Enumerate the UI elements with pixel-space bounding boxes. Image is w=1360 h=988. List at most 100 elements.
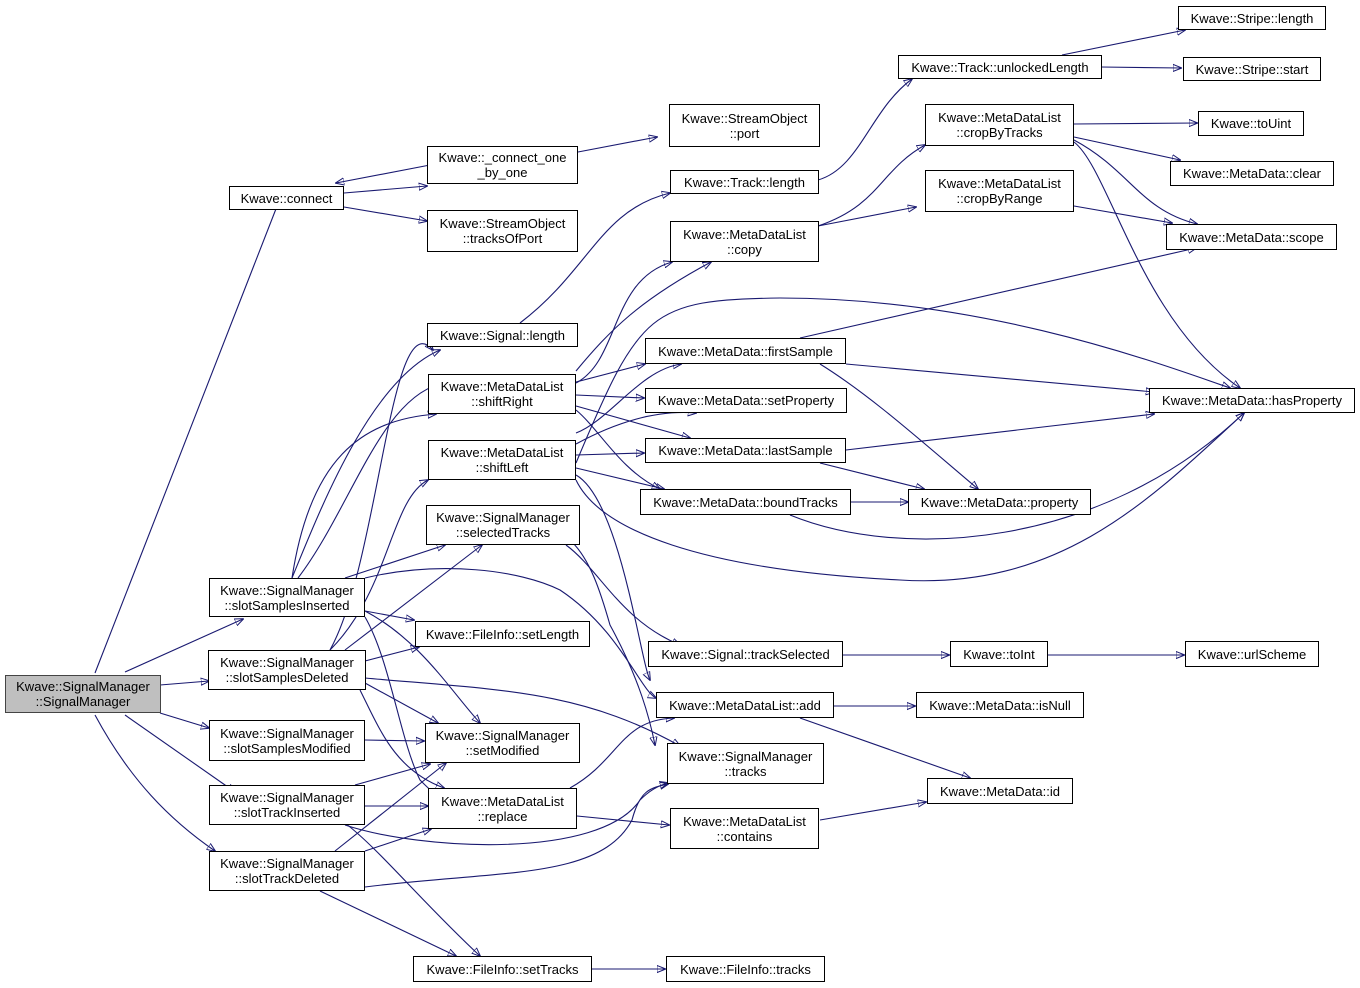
node-metadatalist-shiftleft[interactable]: Kwave::MetaDataList ::shiftLeft: [428, 440, 576, 480]
call-edge: [1073, 141, 1240, 388]
call-edge: [297, 384, 440, 579]
node-signalmanager-slotsamplesmodified[interactable]: Kwave::SignalManager ::slotSamplesModifi…: [209, 720, 365, 761]
node-metadata-setproperty[interactable]: Kwave::MetaData::setProperty: [645, 388, 847, 413]
call-edge: [575, 262, 711, 372]
node-signalmanager-slotsamplesinserted[interactable]: Kwave::SignalManager ::slotSamplesInsert…: [209, 578, 365, 617]
call-edge: [344, 822, 480, 956]
node-metadata-scope[interactable]: Kwave::MetaData::scope: [1166, 224, 1337, 250]
node-signalmanager-ctor[interactable]: Kwave::SignalManager ::SignalManager: [5, 675, 161, 713]
node-label-line: Kwave::FileInfo::setLength: [425, 626, 580, 642]
call-edge: [291, 350, 440, 579]
node-urlscheme[interactable]: Kwave::urlScheme: [1185, 641, 1319, 667]
node-metadata-boundtracks[interactable]: Kwave::MetaData::boundTracks: [640, 489, 851, 515]
node-metadata-isnull[interactable]: Kwave::MetaData::isNull: [916, 692, 1084, 718]
call-edge: [817, 79, 912, 181]
node-label-line: ::replace: [477, 808, 528, 824]
node-signalmanager-slottrackinserted[interactable]: Kwave::SignalManager ::slotTrackInserted: [209, 785, 365, 825]
node-label-line: Kwave::MetaDataList: [683, 813, 806, 829]
node-label-line: Kwave::MetaDataList: [441, 793, 564, 809]
node-label-line: _by_one: [477, 165, 528, 180]
node-label-line: Kwave::SignalManager: [220, 655, 354, 670]
call-edge: [817, 145, 925, 227]
node-metadatalist-add[interactable]: Kwave::MetaDataList::add: [656, 692, 834, 718]
call-edge: [576, 815, 669, 825]
call-edge: [329, 480, 428, 651]
node-metadata-lastsample[interactable]: Kwave::MetaData::lastSample: [645, 438, 846, 463]
call-edge: [575, 409, 660, 489]
node-touint[interactable]: Kwave::toUint: [1198, 111, 1304, 136]
call-edge: [1073, 123, 1197, 124]
node-stripe-length[interactable]: Kwave::Stripe::length: [1178, 6, 1326, 30]
node-metadata-hasproperty[interactable]: Kwave::MetaData::hasProperty: [1149, 388, 1355, 413]
node-label-line: Kwave::StreamObject: [681, 110, 808, 126]
node-metadata-firstsample[interactable]: Kwave::MetaData::firstSample: [645, 338, 846, 364]
node-label-line: ::slotSamplesInserted: [224, 597, 350, 613]
node-metadatalist-cropbyrange[interactable]: Kwave::MetaDataList ::cropByRange: [925, 170, 1074, 212]
call-edge: [577, 137, 657, 153]
node-track-unlockedlength[interactable]: Kwave::Track::unlockedLength: [898, 55, 1102, 79]
node-signalmanager-slotsamplesdeleted[interactable]: Kwave::SignalManager ::slotSamplesDelete…: [208, 650, 366, 690]
call-edge: [1073, 136, 1180, 160]
node-fileinfo-tracks[interactable]: Kwave::FileInfo::tracks: [666, 956, 825, 982]
call-edge: [819, 363, 978, 489]
node-signalmanager-setmodified[interactable]: Kwave::SignalManager ::setModified: [425, 723, 580, 763]
call-edge: [124, 714, 235, 792]
call-edge: [1061, 30, 1185, 56]
node-label-line: Kwave::Stripe::start: [1195, 61, 1309, 77]
node-metadatalist-copy[interactable]: Kwave::MetaDataList ::copy: [670, 221, 819, 262]
node-signal-length[interactable]: Kwave::Signal::length: [427, 323, 578, 347]
node-label-line: Kwave::toInt: [963, 646, 1035, 662]
call-edge: [364, 740, 424, 741]
node-label-line: Kwave::SignalManager: [220, 582, 354, 598]
node-label-line: ::shiftLeft: [475, 460, 529, 475]
node-metadata-clear[interactable]: Kwave::MetaData::clear: [1170, 161, 1334, 186]
node-streamobject-tracksofport[interactable]: Kwave::StreamObject ::tracksOfPort: [427, 210, 578, 252]
call-edge: [354, 764, 430, 786]
node-label-line: ::port: [729, 125, 760, 141]
call-edge: [359, 689, 444, 788]
node-label-line: Kwave::SignalManager: [220, 725, 354, 741]
node-connect-one-by-one[interactable]: Kwave::_connect_one _by_one: [427, 146, 578, 184]
call-edge: [575, 467, 664, 489]
node-label-line: ::contains: [716, 828, 773, 844]
node-fileinfo-settracks[interactable]: Kwave::FileInfo::setTracks: [413, 956, 592, 982]
node-label-line: Kwave::Track::unlockedLength: [911, 59, 1089, 75]
call-edge: [344, 545, 445, 579]
call-edge: [817, 207, 916, 227]
node-metadata-id[interactable]: Kwave::MetaData::id: [927, 778, 1073, 804]
node-label-line: Kwave::urlScheme: [1197, 646, 1307, 662]
node-signal-trackselected[interactable]: Kwave::Signal::trackSelected: [648, 641, 843, 667]
node-metadatalist-replace[interactable]: Kwave::MetaDataList ::replace: [428, 788, 577, 829]
node-stripe-start[interactable]: Kwave::Stripe::start: [1183, 57, 1321, 81]
node-track-length[interactable]: Kwave::Track::length: [670, 170, 819, 194]
node-label-line: Kwave::MetaData::lastSample: [658, 443, 833, 458]
node-label-line: ::setModified: [465, 743, 540, 758]
call-edge: [364, 677, 680, 746]
node-label-line: Kwave::MetaData::boundTracks: [653, 494, 838, 510]
call-edge: [575, 474, 650, 680]
node-label-line: Kwave::StreamObject: [439, 216, 566, 231]
node-toint[interactable]: Kwave::toInt: [950, 641, 1048, 667]
node-label-line: ::shiftRight: [471, 394, 533, 409]
node-streamobject-port[interactable]: Kwave::StreamObject ::port: [669, 104, 820, 147]
node-signalmanager-slottrackdeleted[interactable]: Kwave::SignalManager ::slotTrackDeleted: [209, 851, 365, 891]
node-signalmanager-tracks[interactable]: Kwave::SignalManager ::tracks: [667, 743, 824, 784]
node-signalmanager-selectedtracks[interactable]: Kwave::SignalManager ::selectedTracks: [426, 505, 580, 545]
node-metadatalist-cropbytracks[interactable]: Kwave::MetaDataList ::cropByTracks: [925, 104, 1074, 146]
node-label-line: Kwave::MetaDataList::add: [669, 697, 821, 713]
node-label-line: Kwave::MetaData::setProperty: [657, 393, 835, 408]
node-metadata-property[interactable]: Kwave::MetaData::property: [908, 489, 1091, 515]
call-edge: [799, 717, 970, 778]
node-label-line: ::copy: [727, 241, 762, 257]
call-edge: [575, 297, 1230, 464]
node-label-line: Kwave::Track::length: [684, 174, 805, 190]
node-label-line: Kwave::MetaData::id: [940, 783, 1060, 799]
node-label-line: ::tracksOfPort: [462, 231, 543, 246]
node-label-line: ::cropByRange: [956, 191, 1043, 206]
node-metadatalist-shiftright[interactable]: Kwave::MetaDataList ::shiftRight: [428, 374, 576, 414]
node-metadatalist-contains[interactable]: Kwave::MetaDataList ::contains: [670, 808, 819, 849]
node-label-line: Kwave::SignalManager: [436, 510, 570, 525]
node-fileinfo-setlength[interactable]: Kwave::FileInfo::setLength: [415, 621, 590, 647]
call-edge: [94, 196, 281, 674]
node-connect[interactable]: Kwave::connect: [229, 186, 344, 210]
